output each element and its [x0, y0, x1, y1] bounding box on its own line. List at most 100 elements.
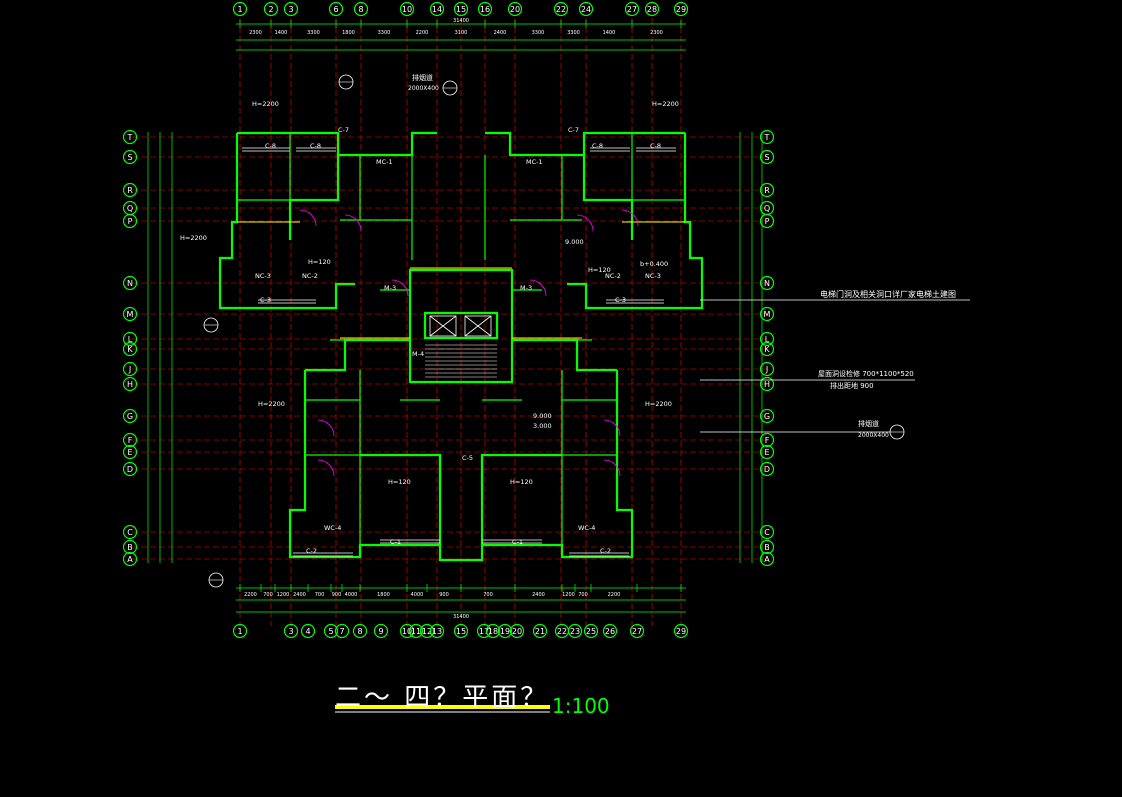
room-label-lv1: b+0.400: [640, 260, 668, 268]
axis-bubble-label: 14: [432, 5, 442, 14]
elevator-shaft: [464, 315, 492, 337]
door-swing: [576, 214, 594, 232]
note-exhaust-top: 排烟道: [412, 73, 433, 82]
room-label-h120a: H=120: [308, 258, 331, 266]
room-label-c2a: C-2: [306, 547, 317, 555]
dimension-text-top: 1400: [275, 30, 288, 36]
drawing-title: 二～ 四？平面？: [335, 683, 550, 713]
axis-bubble-label: L: [765, 335, 770, 344]
room-label-nc3a: NC-3: [645, 272, 661, 280]
axis-bubble-top: 6: [328, 1, 344, 17]
axis-bubble-label: 7: [339, 627, 344, 636]
axis-bubble-circle: [759, 149, 775, 165]
axis-bubble-circle: [122, 275, 138, 291]
axis-bubble-bottom: 25: [583, 623, 599, 639]
axis-bubble-circle: [759, 551, 775, 567]
axis-bubble-circle: [353, 1, 369, 17]
axis-bubble-circle: [323, 623, 339, 639]
axis-bubble-label: 10: [402, 5, 412, 14]
axis-bubble-label: 2: [268, 5, 273, 14]
axis-bubble-label: D: [127, 465, 133, 474]
room-label-c8b: C-8: [592, 142, 603, 150]
axis-bubble-label: 27: [627, 5, 637, 14]
axis-bubble-circle: [509, 623, 525, 639]
axis-bubble-label: 9: [378, 627, 383, 636]
axis-bubble-circle: [429, 623, 445, 639]
axis-bubble-label: 18: [488, 627, 498, 636]
axis-bubble-bottom: 27: [629, 623, 645, 639]
axis-bubble-label: 8: [358, 5, 363, 14]
axis-bubble-right: D: [759, 461, 775, 477]
axis-bubble-circle: [759, 539, 775, 555]
axis-bubble-right: P: [759, 213, 775, 229]
axis-bubble-circle: [300, 623, 316, 639]
room-label-c7b: C-7: [568, 126, 579, 134]
axis-bubble-label: N: [764, 279, 770, 288]
axis-bubble-bottom: 8: [352, 623, 368, 639]
axis-bubble-circle: [328, 1, 344, 17]
axis-bubble-label: 5: [328, 627, 333, 636]
axis-bubble-label: K: [127, 345, 133, 354]
axis-bubble-circle: [419, 623, 435, 639]
axis-bubble-bottom: 17: [476, 623, 492, 639]
axis-bubble-label: 20: [510, 5, 520, 14]
axis-bubble-circle: [673, 623, 689, 639]
axis-bubble-label: S: [127, 153, 132, 162]
axis-bubble-label: M: [127, 310, 134, 319]
title-underline-thick: [335, 705, 550, 709]
axis-bubble-circle: [122, 551, 138, 567]
axis-bubble-top: 28: [644, 1, 660, 17]
axis-bubble-circle: [283, 623, 299, 639]
axis-bubble-circle: [122, 341, 138, 357]
axis-bubble-label: G: [127, 412, 133, 421]
axis-bubble-label: F: [128, 436, 133, 445]
axis-bubble-circle: [759, 182, 775, 198]
axis-bubble-left: M: [122, 306, 138, 322]
room-label-nc2a: NC-2: [302, 272, 318, 280]
axis-bubble-label: 29: [676, 5, 686, 14]
dimension-text-top: 1400: [603, 30, 616, 36]
room-label-nc3a: NC-3: [255, 272, 271, 280]
room-label-c2b: C-2: [600, 547, 611, 555]
axis-bubble-circle: [759, 524, 775, 540]
room-label-h120b: H=120: [588, 266, 611, 274]
axis-bubble-left: P: [122, 213, 138, 229]
door-swing: [621, 209, 639, 227]
axis-bubble-circle: [759, 361, 775, 377]
door-swing: [317, 419, 335, 437]
axis-bubble-label: B: [127, 543, 133, 552]
axis-bubble-label: T: [127, 133, 133, 142]
room-label-mc1b: MC-1: [526, 158, 543, 166]
axis-bubble-label: J: [128, 365, 131, 374]
axis-bubble-bottom: 23: [567, 623, 583, 639]
axis-bubble-label: 8: [357, 627, 362, 636]
dimension-text-bottom: 2400: [293, 592, 306, 598]
axis-bubble-label: 20: [512, 627, 522, 636]
dimension-text-top: 3300: [532, 30, 545, 36]
axis-bubble-circle: [122, 524, 138, 540]
room-label-c8a: C-8: [650, 142, 661, 150]
dimension-text-top: 2300: [650, 30, 663, 36]
note-exhaust: 排烟道: [858, 419, 879, 428]
dimension-text-top: 3100: [455, 30, 468, 36]
axis-bubble-circle: [629, 623, 645, 639]
axis-bubble-circle: [408, 623, 424, 639]
room-label-m3: M-3: [520, 284, 532, 292]
axis-bubble-circle: [453, 623, 469, 639]
axis-bubble-bottom: 15: [453, 623, 469, 639]
axis-bubble-circle: [578, 1, 594, 17]
axis-bubble-label: 15: [456, 5, 466, 14]
door-swing: [529, 279, 547, 297]
axis-bubble-circle: [122, 539, 138, 555]
axis-bubble-circle: [759, 461, 775, 477]
axis-bubble-circle: [567, 623, 583, 639]
axis-bubble-circle: [373, 623, 389, 639]
axis-bubble-label: R: [127, 186, 133, 195]
dimension-text-bottom: 1200: [562, 592, 575, 598]
room-label-c3a: C-3: [260, 296, 271, 304]
axis-bubble-label: 16: [480, 5, 490, 14]
axis-bubble-label: 6: [333, 5, 338, 14]
room-label-lv2: 9.000: [533, 412, 552, 420]
axis-bubble-bottom: 3: [283, 623, 299, 639]
axis-bubble-right: N: [759, 275, 775, 291]
